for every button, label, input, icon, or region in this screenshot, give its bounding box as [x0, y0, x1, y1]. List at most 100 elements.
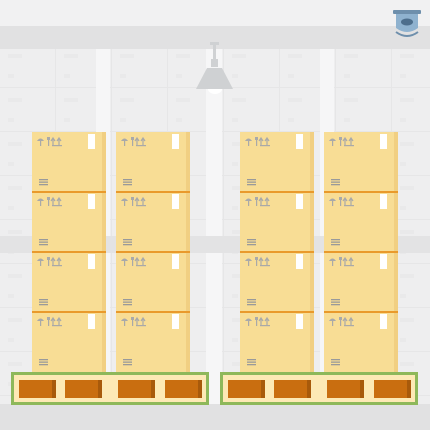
- box-stack: [32, 132, 106, 372]
- box-seam: [116, 191, 190, 193]
- shipping-label-icon: [331, 179, 340, 186]
- fragile-symbol-icon: [329, 318, 336, 326]
- shipping-label-icon: [39, 359, 48, 366]
- fragile-symbol-icon: [37, 258, 44, 266]
- wall-band: [0, 236, 430, 253]
- pallet-block: [19, 380, 56, 398]
- ceiling-band: [0, 26, 430, 49]
- this-way-up-symbol-icon: [342, 256, 354, 267]
- shipping-label-icon: [331, 239, 340, 246]
- box-seam: [116, 251, 190, 253]
- handling-symbols: [245, 256, 270, 267]
- fragile-symbol-icon: [329, 138, 336, 146]
- shipping-label-icon: [39, 179, 48, 186]
- keep-dry-symbol-icon: [255, 257, 258, 266]
- handling-symbols: [37, 316, 62, 327]
- fragile-symbol-icon: [245, 318, 252, 326]
- cardboard-box: [324, 191, 398, 252]
- cardboard-box: [116, 311, 190, 372]
- shipping-label-icon: [123, 359, 132, 366]
- fragile-symbol-icon: [245, 258, 252, 266]
- cardboard-box: [32, 191, 106, 252]
- fragile-symbol-icon: [121, 258, 128, 266]
- shipping-label-icon: [123, 239, 132, 246]
- box-seam: [324, 251, 398, 253]
- box-stack: [116, 132, 190, 372]
- pallet-block: [228, 380, 265, 398]
- fragile-symbol-icon: [121, 138, 128, 146]
- shipping-label-icon: [39, 239, 48, 246]
- cardboard-box: [324, 311, 398, 372]
- this-way-up-symbol-icon: [258, 136, 270, 147]
- shipping-label-icon: [247, 179, 256, 186]
- handling-symbols: [329, 196, 354, 207]
- handling-symbols: [37, 256, 62, 267]
- box-seam: [32, 251, 106, 253]
- cardboard-box: [240, 191, 314, 252]
- cardboard-box: [116, 251, 190, 312]
- box-seam: [32, 191, 106, 193]
- handling-symbols: [329, 136, 354, 147]
- handling-symbols: [37, 136, 62, 147]
- shipping-label-icon: [247, 239, 256, 246]
- handling-symbols: [245, 316, 270, 327]
- cardboard-box: [324, 251, 398, 312]
- cardboard-box: [240, 311, 314, 372]
- pallet-block: [274, 380, 311, 398]
- keep-dry-symbol-icon: [339, 197, 342, 206]
- box-stack: [240, 132, 314, 372]
- this-way-up-symbol-icon: [134, 196, 146, 207]
- this-way-up-symbol-icon: [342, 316, 354, 327]
- keep-dry-symbol-icon: [47, 257, 50, 266]
- this-way-up-symbol-icon: [134, 136, 146, 147]
- fragile-symbol-icon: [37, 318, 44, 326]
- keep-dry-symbol-icon: [255, 197, 258, 206]
- wooden-pallet: [11, 372, 209, 405]
- keep-dry-symbol-icon: [131, 317, 134, 326]
- cardboard-box: [324, 132, 398, 192]
- pallets: [11, 372, 418, 405]
- this-way-up-symbol-icon: [342, 196, 354, 207]
- pallet-block: [65, 380, 102, 398]
- security-camera-icon: [393, 10, 421, 37]
- this-way-up-symbol-icon: [50, 196, 62, 207]
- shipping-label-icon: [331, 299, 340, 306]
- this-way-up-symbol-icon: [50, 136, 62, 147]
- box-stack: [324, 132, 398, 372]
- box-seam: [240, 191, 314, 193]
- this-way-up-symbol-icon: [258, 316, 270, 327]
- fragile-symbol-icon: [37, 198, 44, 206]
- handling-symbols: [245, 136, 270, 147]
- box-seam: [240, 251, 314, 253]
- pallet-block: [327, 380, 364, 398]
- shipping-label-icon: [123, 179, 132, 186]
- handling-symbols: [121, 256, 146, 267]
- keep-dry-symbol-icon: [47, 197, 50, 206]
- handling-symbols: [121, 136, 146, 147]
- cardboard-box: [116, 132, 190, 192]
- fragile-symbol-icon: [121, 198, 128, 206]
- keep-dry-symbol-icon: [339, 137, 342, 146]
- lamp-icon: [196, 42, 233, 94]
- keep-dry-symbol-icon: [255, 137, 258, 146]
- box-seam: [32, 311, 106, 313]
- pallet-block: [118, 380, 155, 398]
- handling-symbols: [329, 256, 354, 267]
- keep-dry-symbol-icon: [131, 137, 134, 146]
- shipping-label-icon: [39, 299, 48, 306]
- this-way-up-symbol-icon: [258, 256, 270, 267]
- shipping-label-icon: [123, 299, 132, 306]
- this-way-up-symbol-icon: [134, 316, 146, 327]
- shipping-label-icon: [331, 359, 340, 366]
- box-seam: [116, 311, 190, 313]
- box-seam: [324, 311, 398, 313]
- cardboard-box: [116, 191, 190, 252]
- cardboard-box: [240, 251, 314, 312]
- wooden-pallet: [220, 372, 418, 405]
- box-seam: [324, 191, 398, 193]
- keep-dry-symbol-icon: [131, 197, 134, 206]
- fragile-symbol-icon: [245, 138, 252, 146]
- this-way-up-symbol-icon: [258, 196, 270, 207]
- cardboard-box: [240, 132, 314, 192]
